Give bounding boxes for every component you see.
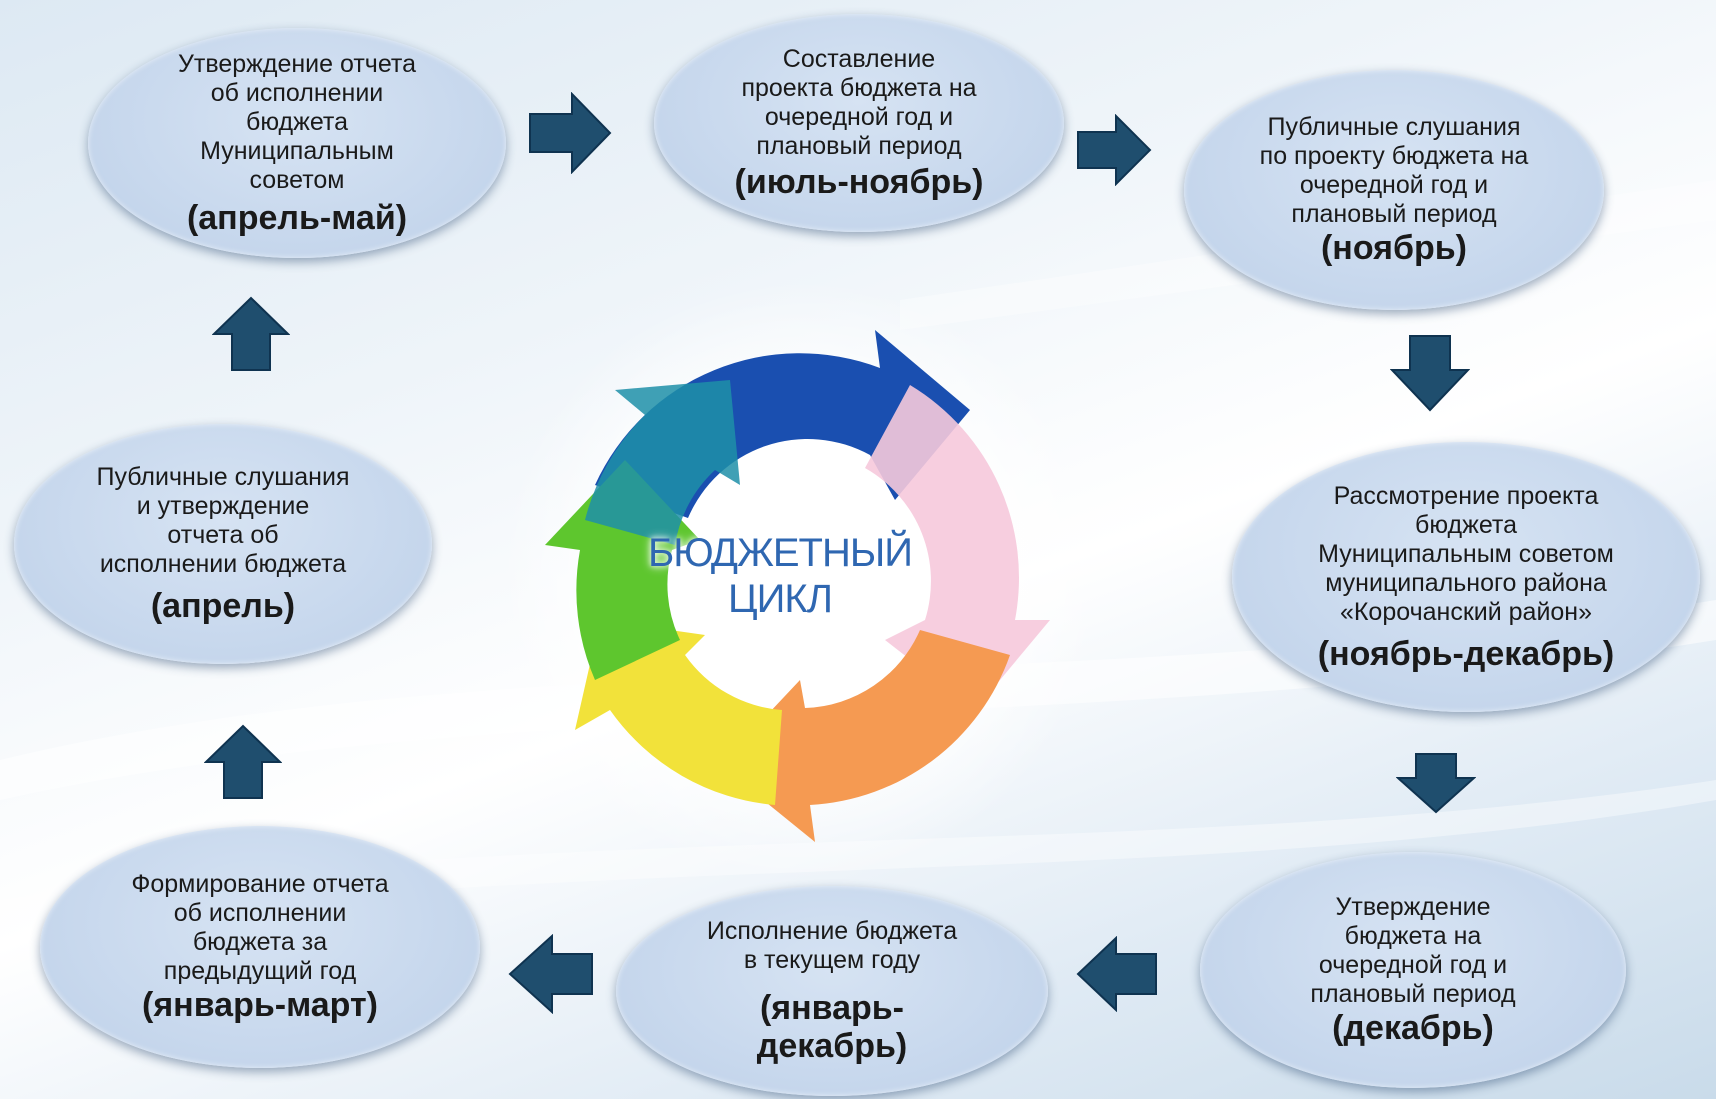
cycle-arrow-orange (720, 630, 1010, 842)
stage-budget-drafting: Составление проекта бюджета на очередной… (654, 14, 1064, 232)
stage-report-formation: Формирование отчета об исполнении бюджет… (40, 826, 480, 1068)
arrow-up-2 (212, 296, 290, 371)
arrow-left-1 (1076, 936, 1157, 1012)
arrow-right-1 (529, 92, 612, 174)
stage-period: (апрель-май) (186, 198, 408, 237)
stage-period: (январь-март) (142, 986, 378, 1024)
cycle-arrow-teal (585, 380, 740, 545)
stage-text: Публичные слушания по проекту бюджета на… (1259, 113, 1529, 228)
arrow-down-1 (1390, 335, 1470, 412)
stage-period: (ноябрь) (1320, 229, 1467, 267)
cycle-graphic (500, 280, 1100, 880)
stage-period: (ноябрь-декабрь) (1317, 634, 1615, 673)
stage-period: (декабрь) (1332, 1009, 1494, 1047)
cycle-arrow-yellow (575, 620, 782, 805)
stage-text: Рассмотрение проекта бюджета Муниципальн… (1318, 481, 1614, 626)
stage-text: Формирование отчета об исполнении бюджет… (131, 870, 389, 985)
stage-period: (апрель) (150, 587, 296, 625)
stage-text: Публичные слушания и утверждение отчета … (96, 463, 350, 578)
cycle-arrow-pink (865, 385, 1050, 710)
stage-council-review: Рассмотрение проекта бюджета Муниципальн… (1232, 442, 1700, 712)
arrow-left-2 (508, 934, 593, 1014)
stage-period: (июль-ноябрь) (734, 163, 984, 201)
stage-budget-approval: Утверждение бюджета на очередной год и п… (1200, 852, 1626, 1088)
stage-public-hearings-draft: Публичные слушания по проекту бюджета на… (1184, 70, 1604, 310)
stage-text: Утверждение отчета об исполнении бюджета… (178, 49, 416, 194)
stage-text: Исполнение бюджета в текущем году (706, 917, 958, 974)
stage-approval-report: Утверждение отчета об исполнении бюджета… (88, 28, 506, 258)
cycle-center-label: БЮДЖЕТНЫЙ ЦИКЛ (647, 531, 913, 621)
stage-period: (январь- декабрь) (756, 989, 908, 1065)
stage-public-hearings-report: Публичные слушания и утверждение отчета … (14, 424, 432, 664)
stage-budget-execution: Исполнение бюджета в текущем году (январ… (616, 886, 1048, 1096)
arrow-up-1 (204, 724, 282, 799)
arrow-down-2 (1396, 753, 1476, 814)
stage-text: Составление проекта бюджета на очередной… (741, 45, 977, 160)
arrow-right-2 (1077, 114, 1152, 186)
stage-text: Утверждение бюджета на очередной год и п… (1310, 893, 1516, 1008)
